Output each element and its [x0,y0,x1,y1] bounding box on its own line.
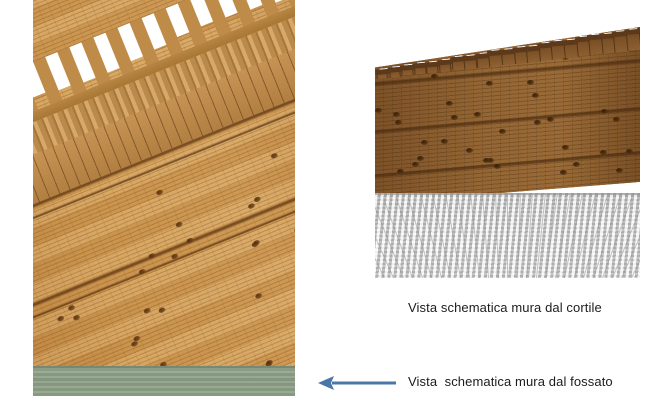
putlog-hole [534,120,541,125]
putlog-hole [601,109,608,114]
courtyard-merlon-cap [637,27,640,33]
putlog-hole [532,93,539,98]
putlog-hole [417,156,424,161]
courtyard-merlon [375,68,393,79]
pavement-perspective-line [535,193,546,278]
putlog-hole [600,150,607,155]
putlog-hole [562,145,569,150]
moat-merlon-gap [262,0,288,3]
moat-merlon-gap [93,32,120,73]
putlog-hole [626,149,633,154]
pavement-perspective-line [482,193,489,278]
moat-merlon-gap [238,0,263,10]
pavement-perspective-line [507,193,508,278]
putlog-hole [395,120,402,125]
putlog-hole [451,115,458,120]
moat-merlon-gap [33,61,46,98]
putlog-hole [616,168,623,173]
moat-merlon-gap [165,3,190,38]
pavement-perspective-line [583,196,608,278]
putlog-hole [412,162,419,167]
pavement-perspective-line [573,195,596,278]
moat-merlon-gap [213,0,238,18]
courtyard-pavement [375,193,640,278]
putlog-hole [483,158,490,163]
figure-wall-from-courtyard[interactable] [375,27,640,278]
pavement-perspective-line [494,193,499,278]
putlog-hole [494,164,501,169]
pavement-perspective-line [545,193,558,278]
pavement-perspective-line [516,193,521,278]
moat-merlon-gap [69,42,96,83]
putlog-hole [421,140,428,145]
pavement-perspective-line [554,194,571,278]
arrow-left-icon [318,376,396,390]
moat-merlon-gap [141,13,167,50]
putlog-hole [375,108,382,113]
moat-merlon-gap [117,22,144,62]
caption-moat-view: Vista schematica mura dal fossato [408,374,613,389]
putlog-hole [499,129,506,134]
caption-courtyard-view: Vista schematica mura dal cortile [408,300,602,315]
moat-wall-plane [33,0,295,396]
putlog-hole [466,148,473,153]
pavement-perspective-line [419,195,442,278]
putlog-hole [487,158,494,163]
courtyard-merlon [424,61,443,74]
courtyard-merlon [399,64,418,76]
putlog-hole [486,81,493,86]
moat-merlon-gap [189,0,214,27]
moat-water-band [33,366,295,396]
courtyard-merlon [388,66,406,78]
putlog-hole [613,117,620,122]
pavement-perspective-line [407,196,432,278]
putlog-hole [474,112,481,117]
moat-merlon-gap [45,52,71,91]
putlog-hole [547,117,554,122]
putlog-hole [397,169,404,174]
putlog-hole [527,80,534,85]
putlog-hole [441,139,448,144]
putlog-hole [573,162,580,167]
putlog-hole [560,170,567,175]
courtyard-merlon [437,59,455,73]
pavement-perspective-line [526,193,533,278]
putlog-hole [446,101,453,106]
putlog-hole [431,74,438,79]
figure-wall-from-moat[interactable] [33,0,295,396]
pavement-perspective-line [457,193,470,278]
pavement-perspective-line [469,193,480,278]
putlog-hole [393,112,400,117]
